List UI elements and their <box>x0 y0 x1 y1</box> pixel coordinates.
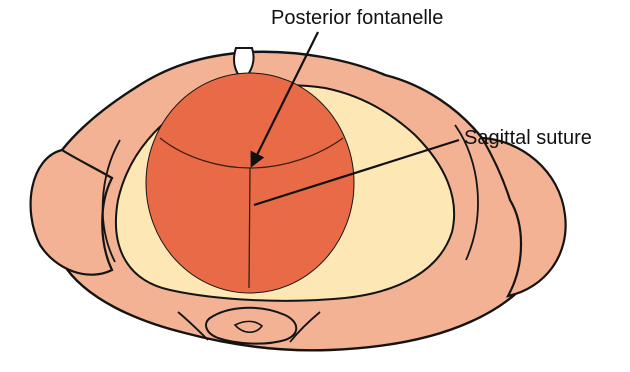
sagittal-suture-label: Sagittal suture <box>464 128 592 148</box>
posterior-fontanelle-label: Posterior fontanelle <box>271 8 443 28</box>
